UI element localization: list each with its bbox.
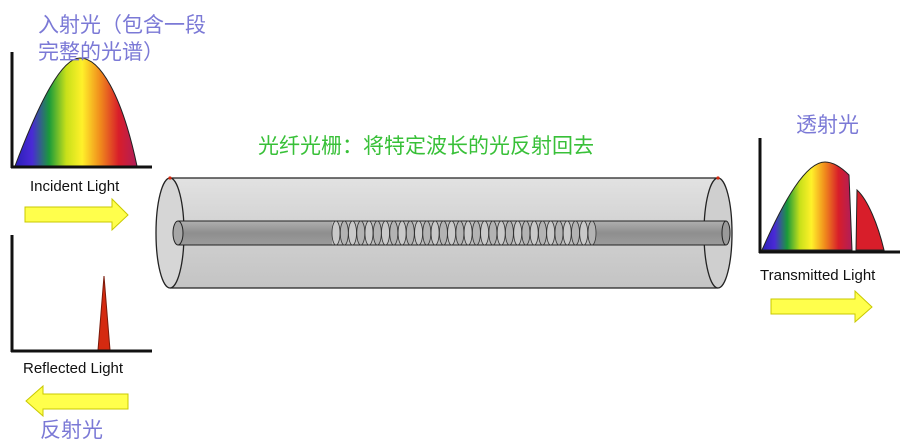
grating-fringe <box>422 220 432 246</box>
grating-fringe <box>430 220 440 246</box>
incident-en-label: Incident Light <box>30 178 120 195</box>
grating-fringe <box>405 220 415 246</box>
grating-fringe <box>397 220 407 246</box>
transmitted-spectrum <box>758 138 900 254</box>
reflected-en-label: Reflected Light <box>23 360 124 377</box>
reflected-cn-label: 反射光 <box>40 418 103 442</box>
grating-fringe <box>339 220 349 246</box>
grating-fringe <box>579 220 589 246</box>
incident-spectrum <box>10 52 152 169</box>
incident-cn-label: 入射光（包含一段完整的光谱） <box>38 13 206 64</box>
grating-fringe <box>471 220 481 246</box>
reflected-arrow-icon <box>25 384 129 418</box>
grating-fringe <box>521 220 531 246</box>
grating-fringe <box>488 220 498 246</box>
grating-fringe <box>480 220 490 246</box>
grating-fringe <box>513 220 523 246</box>
grating-fringe <box>372 220 382 246</box>
grating-fringe <box>438 220 448 246</box>
grating-fringe <box>504 220 514 246</box>
grating-fringe <box>554 220 564 246</box>
grating-fringe <box>331 220 341 246</box>
transmitted-cn-label: 透射光 <box>796 113 859 137</box>
grating-fringe <box>529 220 539 246</box>
grating-fringe <box>562 220 572 246</box>
grating-fringe <box>364 220 374 246</box>
grating-fringe <box>447 220 457 246</box>
grating-fringe <box>571 220 580 246</box>
grating-fringe <box>414 220 424 246</box>
grating-fringe <box>356 220 366 246</box>
incident-arrow-icon <box>24 197 129 232</box>
grating-caption: 光纤光栅：将特定波长的光反射回去 <box>258 134 594 158</box>
grating-fringe <box>348 220 357 246</box>
transmitted-arrow-icon <box>770 289 873 324</box>
grating-fringe <box>463 220 473 246</box>
transmitted-en-label: Transmitted Light <box>760 267 876 284</box>
grating-fringe <box>496 220 506 246</box>
grating-fringe <box>546 220 556 246</box>
grating-fringe <box>538 220 547 246</box>
grating-fringe <box>389 220 399 246</box>
grating-fringe <box>455 220 465 246</box>
reflected-spectrum <box>10 235 152 353</box>
grating-fringe <box>381 220 390 246</box>
bragg-grating <box>331 220 597 246</box>
grating-fringe <box>587 220 597 246</box>
